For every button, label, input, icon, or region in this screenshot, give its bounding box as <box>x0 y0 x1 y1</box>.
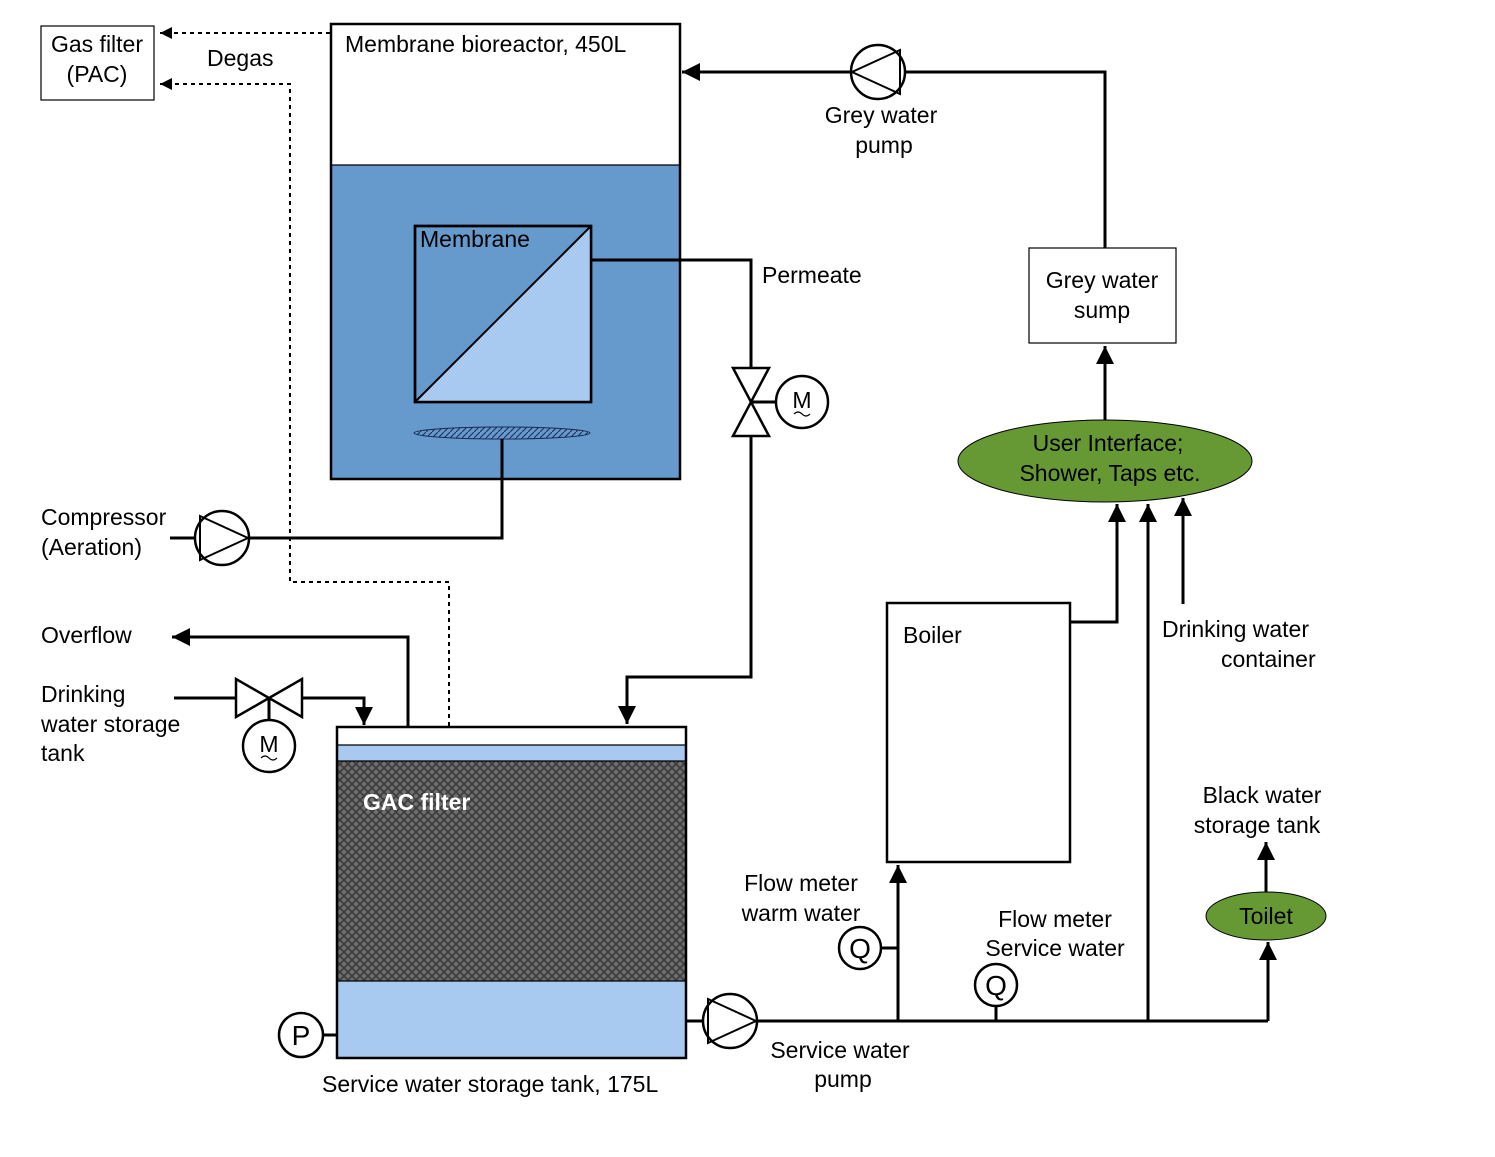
mbr-label: Membrane bioreactor, 450L <box>345 31 626 57</box>
membrane-label: Membrane <box>420 226 530 252</box>
membrane-module: Membrane <box>413 224 593 404</box>
pressure-symbol: P <box>292 1020 311 1051</box>
drinking-container-sublabel: container <box>1221 646 1316 672</box>
degas-lines: Degas <box>160 27 450 726</box>
overflow-label: Overflow <box>41 622 132 648</box>
flow-service-symbol: Q <box>985 970 1007 1001</box>
grey-water-sump: Grey water sump <box>1028 247 1177 344</box>
grey-pump-label: Grey water <box>825 102 938 128</box>
service-pump-label: Service water <box>770 1037 910 1063</box>
permeate-label: Permeate <box>762 262 862 288</box>
compressor-sublabel: (Aeration) <box>41 534 142 560</box>
flow-meter-service-icon <box>973 962 1019 1008</box>
drinking-valve-motor-icon <box>241 718 297 774</box>
compressor-pump-icon <box>193 509 251 567</box>
grey-water-pump: Grey water pump <box>682 43 1107 248</box>
user-interface-sublabel: Shower, Taps etc. <box>1019 460 1200 486</box>
service-water-pump-icon <box>701 992 759 1050</box>
gac-filter-label: GAC filter <box>363 789 470 815</box>
flow-warm-label: Flow meter <box>744 870 858 896</box>
permeate-motor-symbol: M <box>792 387 811 413</box>
user-interface: User Interface; Shower, Taps etc. <box>957 419 1253 503</box>
service-water-tank: GAC filter Service water storage tank, 1… <box>322 725 688 1097</box>
gas-filter: Gas filter (PAC) <box>40 25 155 101</box>
aeration-diffuser <box>413 426 591 440</box>
gas-filter-sublabel: (PAC) <box>67 61 128 87</box>
toilet: Toilet <box>1205 891 1327 941</box>
service-water-distribution: Service water pump Q Flow meter warm wat… <box>686 504 1277 1092</box>
drinking-motor-symbol: M <box>259 731 278 757</box>
gac-filter-bed <box>337 761 686 981</box>
gas-filter-label: Gas filter <box>51 31 143 57</box>
boiler-to-ui-line <box>1070 504 1126 624</box>
boiler: Boiler <box>885 601 1072 864</box>
compressor: Compressor (Aeration) <box>41 439 504 567</box>
drinking-tank-label-2: water storage <box>40 711 180 737</box>
black-water-label: Black water <box>1203 782 1322 808</box>
degas-label: Degas <box>207 45 273 71</box>
compressor-label: Compressor <box>41 504 167 530</box>
permeate-valve-icon <box>730 366 772 405</box>
flow-service-sublabel: Service water <box>985 935 1125 961</box>
drinking-container-label: Drinking water <box>1162 616 1309 642</box>
grey-water-pump-icon <box>849 43 907 101</box>
permeate-valve-motor-icon <box>774 374 830 430</box>
grey-pump-sublabel: pump <box>855 132 913 158</box>
black-water-sublabel: storage tank <box>1194 812 1321 838</box>
drinking-tank-label-3: tank <box>41 740 85 766</box>
pressure-sensor: P <box>277 1011 337 1059</box>
flow-meter-warm-icon <box>837 925 883 971</box>
flow-service-label: Flow meter <box>998 906 1112 932</box>
service-tank-label: Service water storage tank, 175L <box>322 1071 658 1097</box>
flow-warm-sublabel: warm water <box>741 900 861 926</box>
drinking-water-inlet: M Drinking water storage tank <box>40 676 373 774</box>
user-interface-label: User Interface; <box>1033 430 1184 456</box>
grey-sump-sublabel: sump <box>1074 297 1130 323</box>
service-pump-sublabel: pump <box>814 1066 872 1092</box>
flow-warm-symbol: Q <box>849 933 871 964</box>
drinking-tank-label: Drinking <box>41 681 125 707</box>
boiler-label: Boiler <box>903 622 962 648</box>
toilet-label: Toilet <box>1239 903 1293 929</box>
permeate-line: Permeate M <box>591 258 862 724</box>
drinking-valve-icon <box>234 676 272 720</box>
grey-sump-label: Grey water <box>1046 267 1159 293</box>
overflow-line <box>172 628 410 726</box>
pressure-sensor-icon <box>277 1011 325 1059</box>
